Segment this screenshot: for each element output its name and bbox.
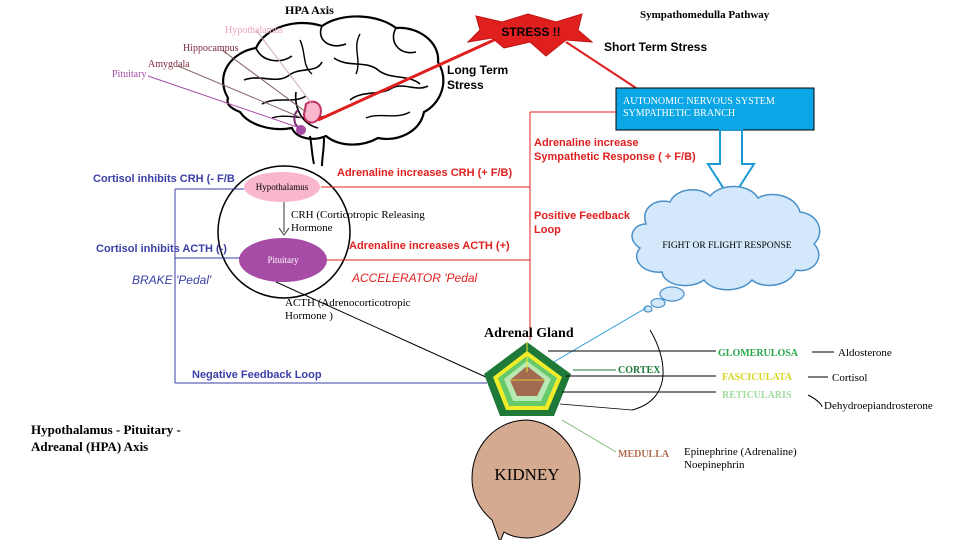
kidney-label: KIDNEY bbox=[494, 465, 559, 484]
short-term-stress-line bbox=[565, 41, 637, 89]
adrenal-pentagon bbox=[484, 342, 571, 416]
long-term-stress-label: Long Term Stress bbox=[447, 63, 511, 92]
hpa-circle bbox=[217, 165, 351, 299]
pituitary-node bbox=[239, 238, 327, 282]
cortisol-inhibits-acth: Cortisol inhibits ACTH (-) bbox=[96, 243, 227, 255]
positive-feedback-label: Positive Feedback Loop bbox=[534, 210, 633, 236]
kidney-shape bbox=[471, 419, 581, 540]
medulla-label: MEDULLA bbox=[618, 449, 670, 460]
cortisol-inhibits-crh: Cortisol inhibits CRH (- F/B bbox=[93, 173, 235, 185]
pituitary-to-adrenal-line bbox=[275, 281, 489, 379]
fight-flight-cloud bbox=[631, 185, 821, 313]
aldosterone-label: Aldosterone bbox=[838, 347, 892, 359]
label-brain-amygdala: Amygdala bbox=[148, 59, 190, 70]
adrenaline-increases-crh: Adrenaline increases CRH (+ F/B) bbox=[337, 167, 512, 179]
epinephrine-label: Epinephrine (Adrenaline) Noepinephrin bbox=[684, 446, 799, 471]
hypothalamus-node-label: Hypothalamus bbox=[256, 182, 309, 192]
adrenaline-sympathetic: Adrenaline increase Sympathetic Response… bbox=[534, 137, 696, 163]
ans-box bbox=[615, 87, 815, 131]
sympathomedulla-heading: Sympathomedulla Pathway bbox=[640, 9, 770, 21]
adrenal-to-cloud-line bbox=[539, 307, 647, 371]
reticularis-label: RETICULARIS bbox=[722, 390, 792, 401]
main-title: Hypothalamus - Pituitary - Adreanal (HPA… bbox=[31, 422, 184, 454]
cortisol-label: Cortisol bbox=[832, 372, 867, 384]
label-brain-hypothalamus: Hypothalamus bbox=[225, 25, 283, 36]
stress-label: STRESS !! bbox=[501, 25, 560, 39]
fight-flight-label: FIGHT OR FLIGHT RESPONSE bbox=[662, 241, 791, 251]
pituitary-node-label: Pituitary bbox=[268, 255, 299, 265]
brake-pedal: BRAKE 'Pedal' bbox=[132, 273, 212, 287]
label-brain-hippocampus: Hippocampus bbox=[183, 43, 239, 54]
ans-box-text: AUTONOMIC NERVOUS SYSTEM SYMPATHETIC BRA… bbox=[623, 96, 777, 119]
fasciculata-label: FASCICULATA bbox=[722, 372, 793, 383]
dhea-label: Dehydroepiandrosterone bbox=[824, 400, 933, 412]
hypothalamus-node bbox=[244, 172, 320, 202]
crh-label: CRH (Corticotropic Releasing Hormone bbox=[291, 209, 428, 234]
negative-feedback-loop bbox=[174, 188, 487, 384]
cortex-bracket bbox=[631, 329, 664, 411]
glomerulosa-label: GLOMERULOSA bbox=[718, 348, 799, 359]
acth-label: ACTH (Adrenocorticotropic Hormone ) bbox=[285, 297, 413, 322]
ans-to-fight-arrow bbox=[706, 129, 756, 202]
adrenal-gland-title: Adrenal Gland bbox=[484, 326, 574, 341]
cortex-label: CORTEX bbox=[618, 365, 661, 376]
label-brain-pituitary: Pituitary bbox=[112, 69, 146, 80]
long-term-stress-arrow bbox=[317, 38, 495, 122]
crh-arrow bbox=[278, 227, 290, 237]
accelerator-pedal: ACCELERATOR 'Pedal bbox=[351, 271, 478, 285]
brain-pituitary-dot bbox=[296, 125, 306, 135]
brain-illustration bbox=[222, 15, 445, 167]
hpa-axis-heading: HPA Axis bbox=[285, 3, 334, 17]
negative-feedback-label: Negative Feedback Loop bbox=[192, 369, 322, 381]
stress-burst bbox=[466, 13, 594, 57]
positive-feedback-loop bbox=[321, 111, 616, 340]
short-term-stress-label: Short Term Stress bbox=[604, 40, 707, 54]
adrenaline-increases-acth: Adrenaline increases ACTH (+) bbox=[349, 240, 510, 252]
